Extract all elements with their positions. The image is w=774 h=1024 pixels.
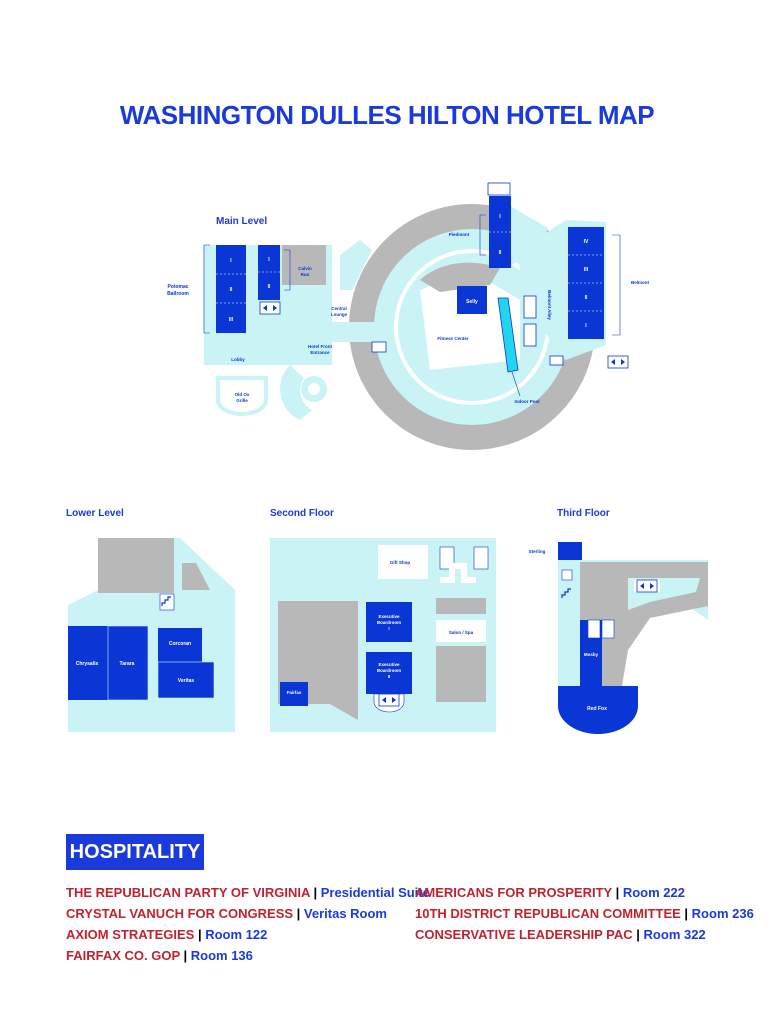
lower-level-map: Lower Level Chrysalis Tarara Corcoran Ve… [66, 508, 235, 732]
hospitality-entry: CRYSTAL VANUCH FOR CONGRESS | Veritas Ro… [66, 906, 387, 921]
svg-text:I: I [230, 258, 232, 264]
lower-level-label: Lower Level [66, 508, 124, 519]
tarara-label: Tarara [120, 661, 135, 667]
fitness-area [420, 270, 520, 370]
indoor-pool-label: Indoor Pool [515, 399, 540, 404]
main-level-map: Main Level Selly Fitness Center Indoor P… [167, 182, 650, 450]
svg-text:II: II [499, 250, 502, 256]
elevator-icon-4 [636, 579, 658, 593]
hospitality-list-right: AMERICANS FOR PROSPERITY | Room 222 10TH… [415, 882, 754, 945]
piedmont-room [489, 196, 511, 268]
piedmont-label: Piedmont [449, 232, 470, 237]
gift-shop-label: Gift Shop [390, 560, 410, 565]
hospitality-entry: CONSERVATIVE LEADERSHIP PAC | Room 322 [415, 927, 706, 942]
main-level-label: Main Level [216, 216, 267, 227]
corcoran-label: Corcoran [169, 641, 191, 647]
indoor-pool [497, 297, 519, 373]
elevator-icon-3 [378, 693, 400, 707]
svg-text:IV: IV [584, 239, 589, 245]
potomac-ballroom-2 [258, 245, 280, 300]
selly-label: Selly [466, 299, 478, 305]
svg-text:I: I [268, 257, 270, 263]
svg-text:I: I [499, 214, 501, 220]
svg-text:III: III [584, 267, 589, 273]
belmont-label: Belmont [631, 280, 650, 285]
red-fox-room [558, 686, 638, 734]
elevator-icon [259, 301, 281, 315]
chrysalis-label: Chrysalis [76, 661, 99, 667]
red-fox-label: Red Fox [587, 706, 607, 712]
veritas-label: Veritas [178, 678, 195, 684]
svg-text:II: II [585, 295, 588, 301]
gift-shop [378, 545, 428, 579]
belmont-alley-label: Belmont Alley [547, 290, 552, 320]
third-floor-label: Third Floor [557, 508, 610, 519]
salon-spa-label: Salon / Spa [449, 630, 474, 635]
hospitality-entry: 10TH DISTRICT REPUBLICAN COMMITTEE | Roo… [415, 906, 754, 921]
selly-room [457, 286, 487, 314]
hospitality-entry: FAIRFAX CO. GOP | Room 136 [66, 948, 253, 963]
lobby-label: Lobby [231, 357, 245, 362]
entrance-icon [371, 341, 387, 353]
svg-text:I: I [585, 323, 587, 329]
elevator-icon-2 [607, 355, 629, 369]
fairfax-room [280, 682, 308, 706]
hospitality-entry: THE REPUBLICAN PARTY OF VIRGINIA | Presi… [66, 885, 430, 900]
chrysalis-room [68, 626, 108, 700]
restroom-icon [487, 182, 511, 196]
fairfax-label: Fairfax [287, 690, 302, 695]
exec-boardroom-2 [366, 652, 412, 694]
restroom-icon-3 [473, 546, 489, 570]
hospitality-badge: HOSPITALITY [66, 834, 204, 870]
svg-text:II: II [230, 287, 233, 293]
sterling-room [558, 542, 582, 562]
potomac-ballroom [216, 245, 246, 333]
salon-spa [436, 620, 486, 642]
sterling-label: Sterling [529, 549, 546, 554]
third-floor-map: Third Floor Sterling Mosby Red Fox [529, 508, 708, 734]
tarara-room [107, 625, 149, 701]
hospitality-entry: AXIOM STRATEGIES | Room 122 [66, 927, 268, 942]
exec-boardroom-1 [366, 602, 412, 642]
page-title: WASHINGTON DULLES HILTON HOTEL MAP [119, 100, 655, 130]
old-ox-grille [216, 376, 268, 416]
fitness-label: Fitness Center [437, 336, 469, 341]
veritas-room [157, 661, 215, 699]
svg-text:III: III [229, 317, 234, 323]
mosby-label: Mosby [584, 652, 599, 657]
second-floor-label: Second Floor [270, 508, 334, 519]
hospitality-entry: AMERICANS FOR PROSPERITY | Room 222 [415, 885, 685, 900]
hospitality-list-left: THE REPUBLICAN PARTY OF VIRGINIA | Presi… [66, 882, 430, 966]
corcoran-room [158, 628, 202, 662]
svg-text:II: II [268, 284, 271, 290]
